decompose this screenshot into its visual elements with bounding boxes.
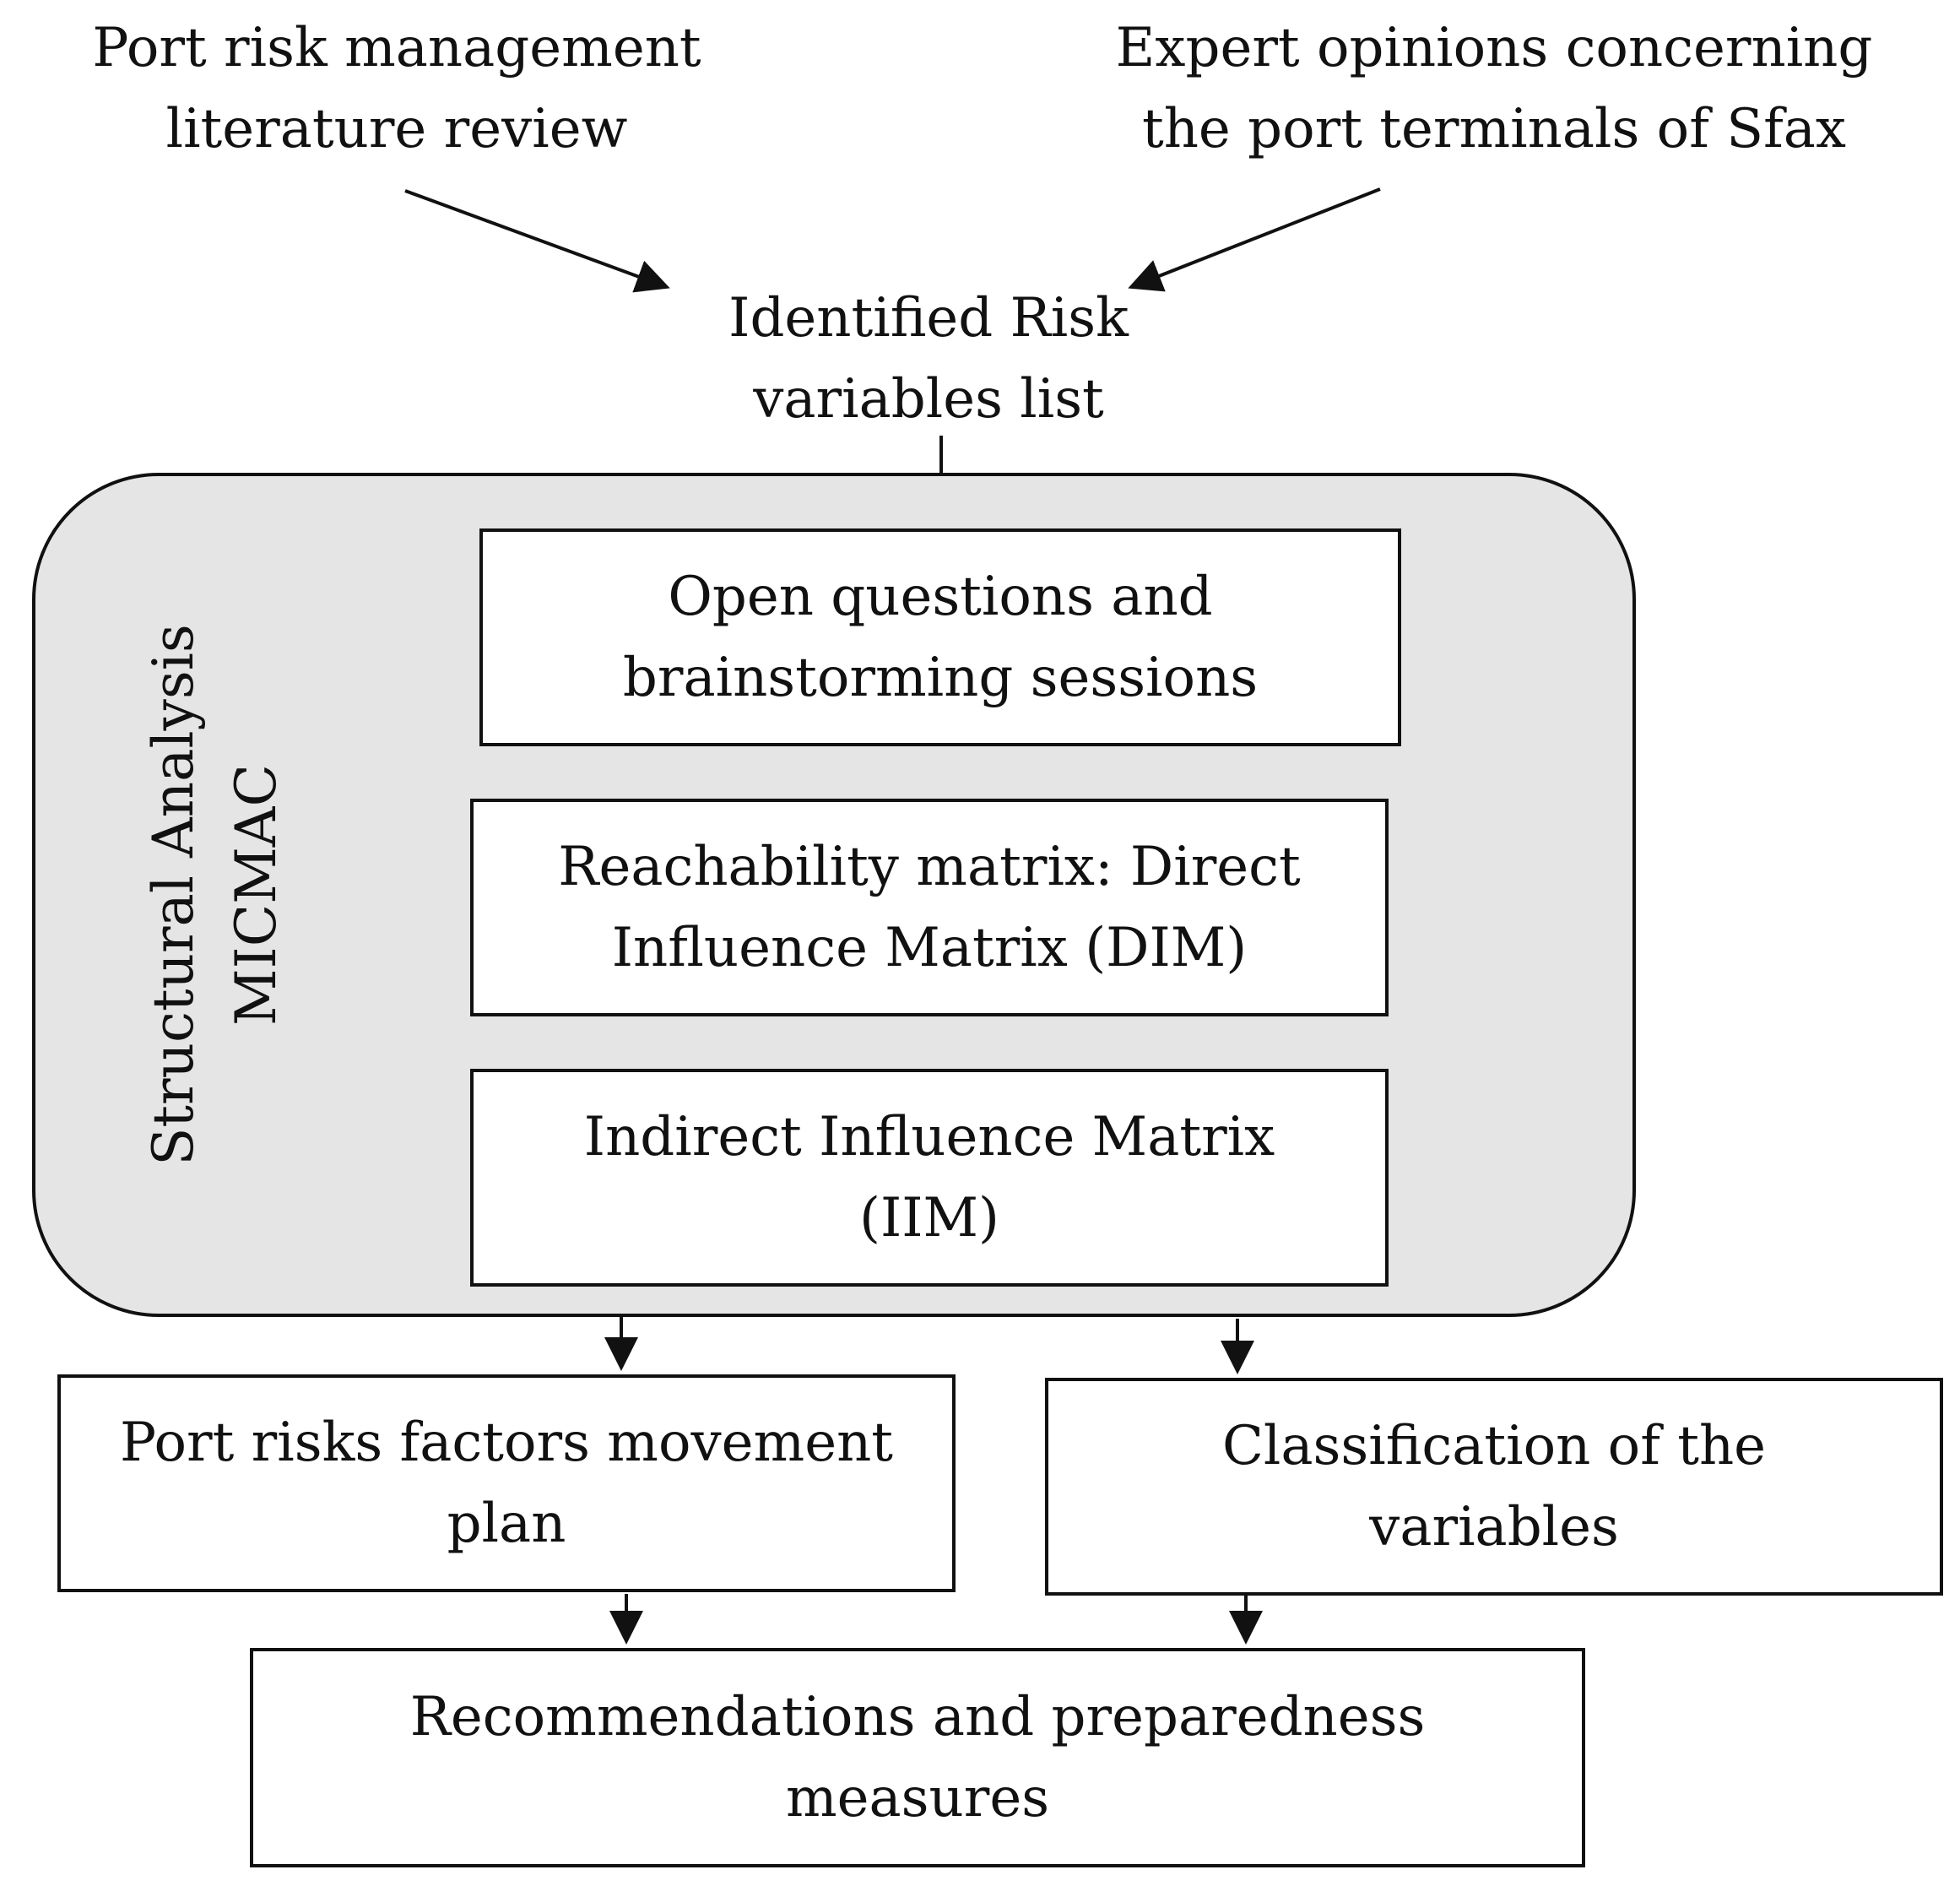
movement-plan-box: Port risks factors movement plan (57, 1374, 956, 1592)
recommendations-box: Recommendations and preparedness measure… (250, 1648, 1585, 1867)
expert-opinions-label: Expert opinions concerning the port term… (1115, 17, 1873, 160)
literature-review-label: Port risk management literature review (92, 17, 701, 160)
direct-influence-matrix-box: Reachability matrix: Direct Influence Ma… (470, 799, 1389, 1016)
micmac-text: MICMAC (224, 764, 289, 1026)
brainstorming-step-box: Open questions and brainstorming session… (479, 528, 1401, 746)
indirect-influence-matrix-box: Indirect Influence Matrix (IIM) (470, 1069, 1389, 1287)
arrow-literature-to-list (404, 189, 670, 293)
variable-classification-box: Classification of the variables (1045, 1378, 1943, 1596)
structural-analysis-text: Structural Analysis (141, 624, 206, 1166)
identified-risk-variables-label: Identified Risk variables list (728, 287, 1129, 431)
structural-analysis-micmac-label: Structural Analysis MICMAC (133, 574, 298, 1216)
arrow-experts-to-list (1128, 187, 1381, 292)
